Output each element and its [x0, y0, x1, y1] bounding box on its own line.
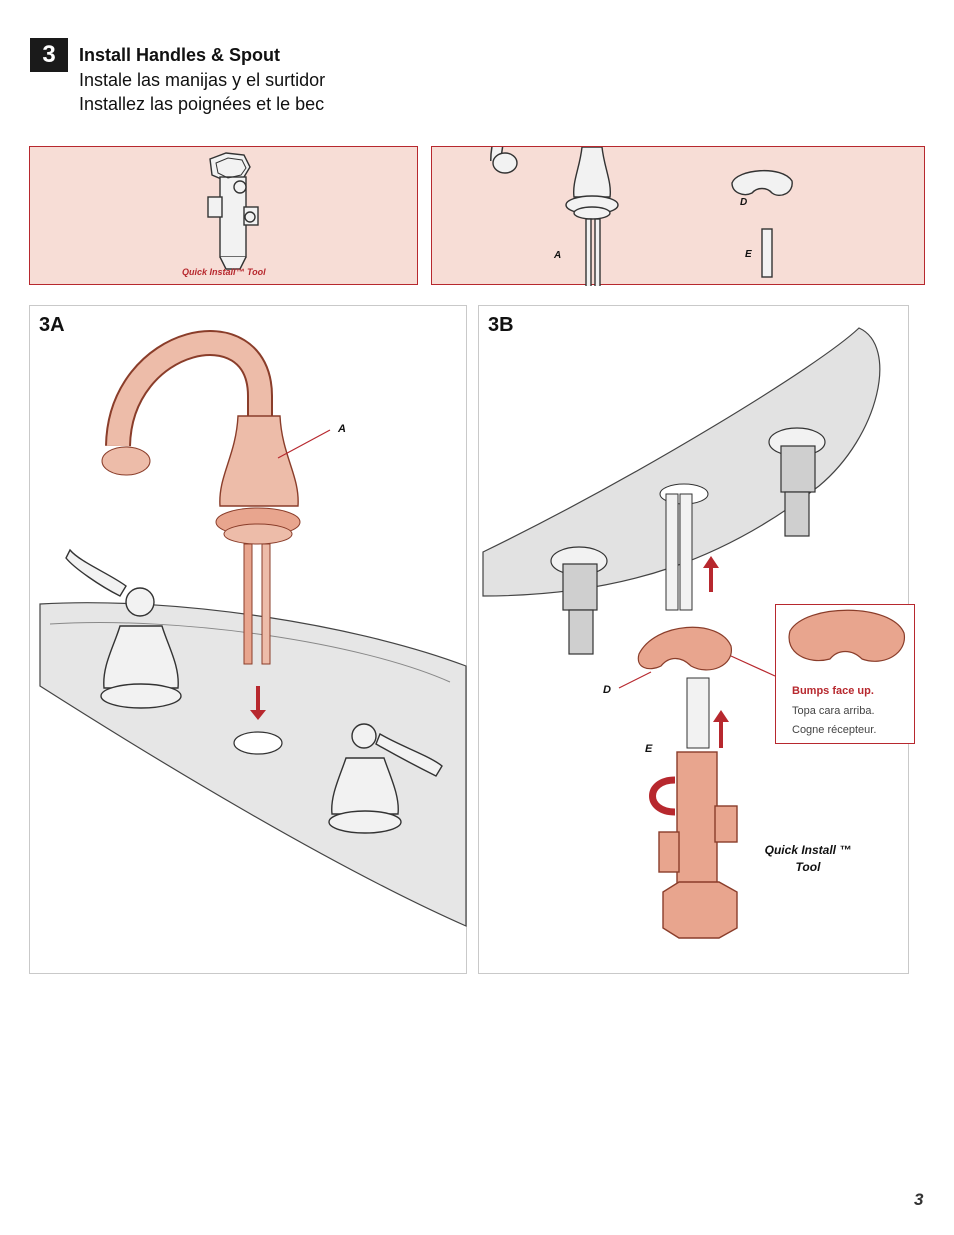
faucet-spout-illustration — [39, 330, 467, 927]
faucet-underside-illustration — [482, 327, 881, 939]
tool-label-line2: Tool — [795, 860, 821, 874]
step-titles: Install Handles & Spout Instale las mani… — [79, 43, 325, 117]
page-number: 3 — [914, 1190, 924, 1209]
title-spanish: Instale las manijas y el surtidor — [79, 69, 326, 90]
title-english: Install Handles & Spout — [79, 45, 281, 65]
spout-callout-a: A — [338, 423, 346, 435]
note-french: Cogne récepteur. — [792, 724, 877, 736]
part-d-label: D — [740, 197, 748, 208]
panel-3a-label: 3A — [39, 314, 65, 336]
bumps-callout: Bumps face up. Topa cara arriba. Cogne r… — [775, 604, 915, 744]
quick-install-tool-illustration — [207, 152, 259, 270]
panel-3b-label: 3B — [488, 314, 514, 336]
pin-callout-e: E — [645, 743, 653, 755]
tool-parts-box: Quick Install™ Tool — [29, 146, 418, 285]
tool-label: Quick Install™ Tool — [182, 267, 266, 277]
clip-detail-illustration — [788, 609, 905, 662]
title-french: Installez las poignées et le bec — [79, 94, 325, 114]
step-number-badge: 3 — [30, 38, 68, 72]
tool-label-line1: Quick Install ™ — [764, 843, 852, 857]
part-a-label: A — [554, 250, 562, 261]
panel-3a: 3A A — [29, 305, 467, 974]
quick-install-tool-label: Quick Install ™ Tool — [763, 842, 853, 876]
parts-box: A D E — [431, 146, 925, 286]
clip-callout-d: D — [603, 684, 611, 696]
parts-illustration — [490, 147, 793, 286]
note-spanish: Topa cara arriba. — [792, 705, 875, 717]
note-english: Bumps face up. — [792, 685, 874, 697]
part-e-label: E — [745, 249, 752, 260]
